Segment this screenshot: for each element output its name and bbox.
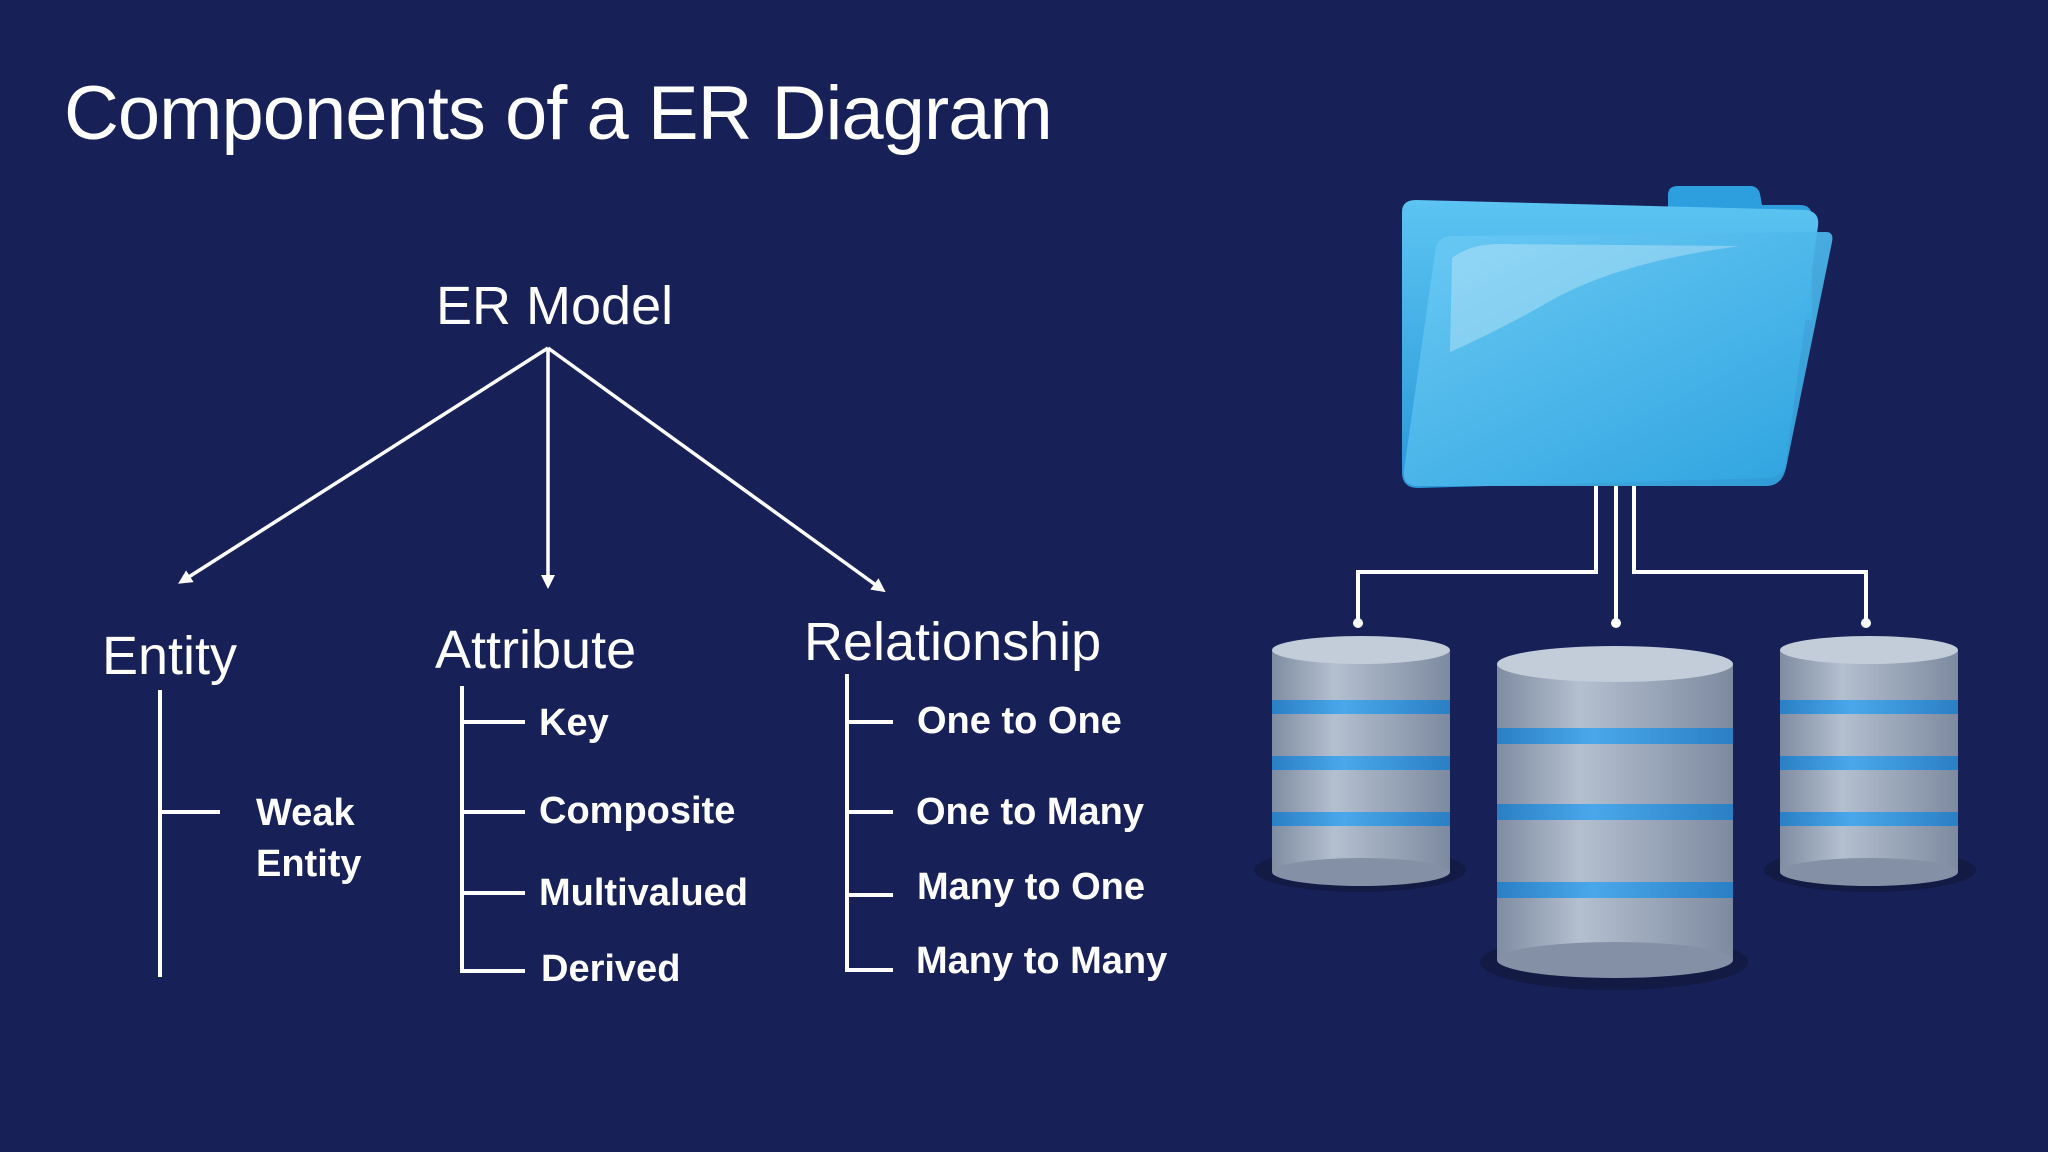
- leaf-key: Key: [539, 702, 609, 744]
- relationship-bracket: [845, 674, 893, 972]
- arrow-to-relationship: [546, 346, 886, 593]
- branch-entity: Entity: [102, 626, 238, 686]
- arrow-to-entity: [178, 346, 549, 584]
- branch-relationship: Relationship: [804, 612, 1102, 672]
- database-right-icon: [1764, 636, 1976, 892]
- leaf-derived: Derived: [541, 948, 681, 990]
- leaf-many-to-many: Many to Many: [916, 940, 1168, 982]
- database-center-icon: [1480, 646, 1748, 990]
- folder-database-icon: [1254, 186, 1976, 990]
- slide-title: Components of a ER Diagram: [64, 71, 1053, 156]
- attribute-bracket: [460, 686, 525, 973]
- leaf-many-to-one: Many to One: [917, 866, 1146, 908]
- leaf-composite: Composite: [539, 790, 736, 832]
- leaf-multivalued: Multivalued: [539, 872, 749, 914]
- leaf-weak-entity: Weak Entity: [256, 792, 362, 885]
- leaf-one-to-one: One to One: [917, 700, 1122, 742]
- folder-icon: [1402, 186, 1833, 488]
- branch-attribute: Attribute: [435, 620, 637, 680]
- leaf-one-to-many: One to Many: [916, 791, 1145, 833]
- root-node: ER Model: [436, 276, 674, 336]
- database-left-icon: [1254, 636, 1466, 892]
- database-connectors: [1356, 486, 1868, 620]
